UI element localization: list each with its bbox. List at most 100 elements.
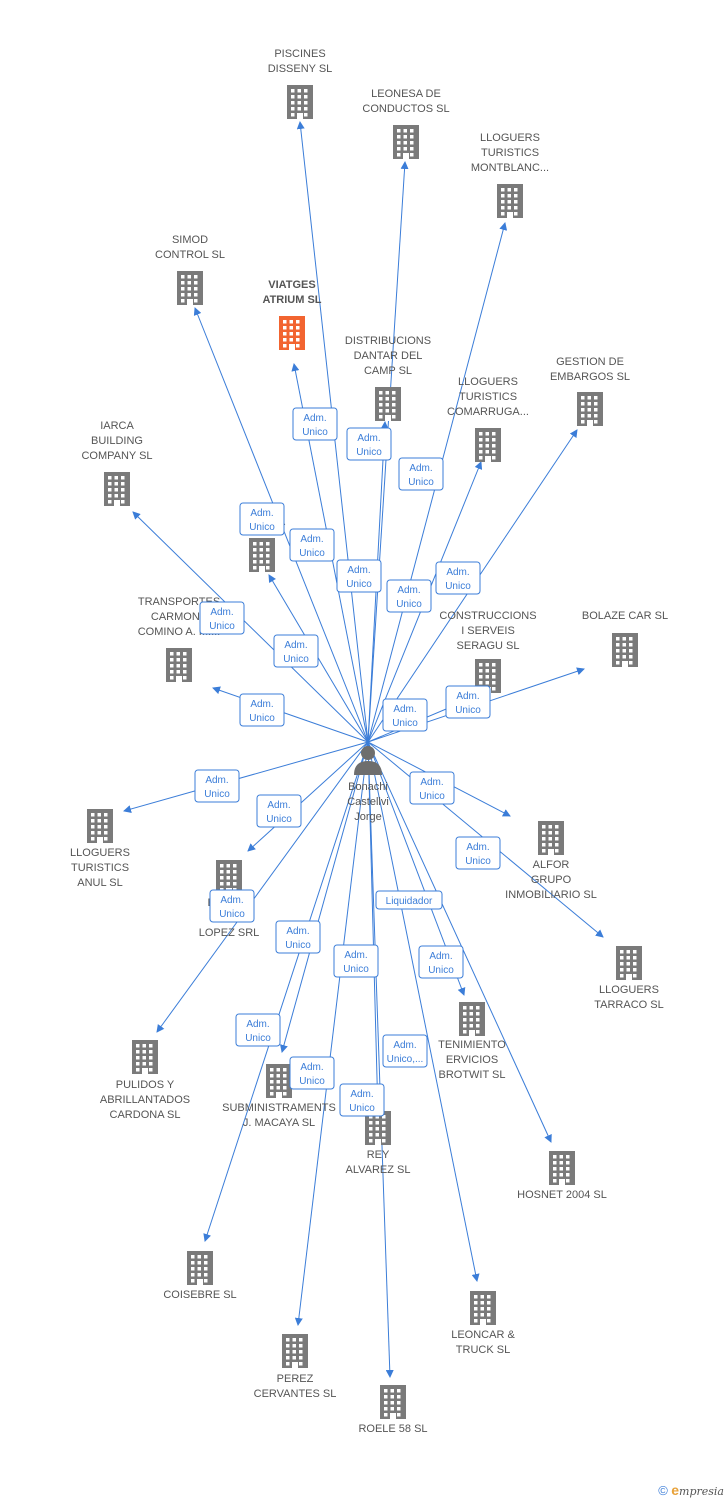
company-name-line: ATRIUM SL [262, 294, 321, 306]
role-badge-brotwit[interactable]: Liquidador [375, 890, 443, 910]
role-badge-perez[interactable]: Adm.Unico [289, 1056, 335, 1090]
role-text: Unico [356, 447, 382, 458]
company-node-bolaze[interactable]: BOLAZE CAR SL [582, 610, 668, 667]
company-node-leoncar[interactable]: LEONCAR &TRUCK SL [451, 1291, 515, 1356]
role-text: Unico [455, 705, 481, 716]
role-text: Unico [302, 427, 328, 438]
brand-initial: e [671, 1482, 680, 1498]
role-badge-leonesa[interactable]: Adm. Unico [346, 427, 392, 461]
company-node-montblanc[interactable]: LLOGUERSTURISTICSMONTBLANC... [471, 132, 549, 218]
role-text: Adm. [466, 842, 489, 853]
role-badge-piscines[interactable]: Adm.Unico [292, 407, 338, 441]
role-text: Adm. [267, 800, 290, 811]
company-name-line: EMBARGOS SL [550, 371, 630, 383]
role-text: Unico [465, 856, 491, 867]
company-name-line: LOPEZ SRL [199, 927, 260, 939]
role-badge-tarraco[interactable]: Adm. Unico [455, 836, 501, 870]
role-text: Adm. [420, 777, 443, 788]
role-text: Adm. [429, 951, 452, 962]
role-badge-comarruga[interactable]: Adm.Unico [386, 579, 432, 613]
role-badge-coisebre[interactable]: Adm.Unico [235, 1013, 281, 1047]
company-name-line: COMPANY SL [81, 450, 152, 462]
role-text: Unico [266, 814, 292, 825]
role-text: Liquidador [386, 896, 433, 907]
building-icon [380, 1385, 406, 1419]
company-name-line: TENIMIENTO [438, 1039, 506, 1051]
role-badge-rey[interactable]: Adm. Unico [333, 944, 379, 978]
company-name-line: J. MACAYA SL [243, 1117, 315, 1129]
company-node-viatges[interactable]: VIATGES ATRIUM SL [262, 279, 322, 350]
company-name-line: BROTWIT SL [438, 1069, 505, 1081]
role-badge-hosnet[interactable]: Adm.Unico [418, 945, 464, 979]
building-icon [132, 1040, 158, 1074]
company-name-line: CONTROL SL [155, 249, 225, 261]
role-badge-transportes[interactable]: Adm.Unico [239, 693, 285, 727]
role-text: Unico [346, 579, 372, 590]
role-text: Unico,... [387, 1054, 424, 1065]
role-text: Adm. [350, 1089, 373, 1100]
copyright-symbol: © [658, 1483, 668, 1498]
role-badge-anul[interactable]: Adm.Unico [194, 769, 240, 803]
building-icon [375, 387, 401, 421]
company-name-line: CERVANTES SL [254, 1388, 337, 1400]
role-badge-alfor[interactable]: Adm. Unico [409, 771, 455, 805]
role-badge-dantar[interactable]: Adm. Unico [336, 559, 382, 593]
company-name-line: CAMP SL [364, 365, 412, 377]
company-node-hosnet[interactable]: HOSNET 2004 SL [517, 1151, 607, 1201]
company-node-coisebre[interactable]: COISEBRE SL [163, 1251, 237, 1301]
company-name-line: GESTION DE [556, 356, 624, 368]
company-name-line: LEONESA DE [371, 88, 441, 100]
role-text: Adm. [357, 433, 380, 444]
person-name-line: Bonachi [348, 781, 388, 793]
role-badge-viatges[interactable]: Adm.Unico [289, 528, 335, 562]
edge-iarca [132, 511, 369, 743]
company-node-perez[interactable]: PEREZ CERVANTES SL [254, 1334, 337, 1400]
role-badge-simod[interactable]: Adm.Unico [239, 502, 285, 536]
role-badge-excavaciones[interactable]: Adm. Unico [256, 794, 302, 828]
role-text: Unico [343, 964, 369, 975]
company-name-line: SERAGU SL [457, 640, 520, 652]
company-node-roele[interactable]: ROELE 58 SL [358, 1385, 428, 1435]
role-text: Adm. [397, 585, 420, 596]
role-badge-pulidos[interactable]: Adm.Unico [209, 889, 255, 923]
company-name-line: BUILDING [91, 435, 143, 447]
role-badge-iarca[interactable]: Adm.Unico [199, 601, 245, 635]
footer-brand[interactable]: © empresia [658, 1482, 724, 1498]
role-badge-montblanc[interactable]: Adm. Unico [398, 457, 444, 491]
role-badge-roele[interactable]: Adm.Unico [339, 1083, 385, 1117]
role-badge-macaya[interactable]: Adm.Unico [275, 920, 321, 954]
role-badge-embargos[interactable]: Adm.Unico [435, 561, 481, 595]
role-badge-construccions[interactable]: Adm.Unico [382, 698, 428, 732]
company-name-line: TURISTICS [459, 391, 517, 403]
company-name-line: DISTRIBUCIONS [345, 335, 431, 347]
role-badge-bolaze[interactable]: Adm.Unico [445, 685, 491, 719]
company-node-comarruga[interactable]: LLOGUERSTURISTICSCOMARRUGA... [447, 376, 529, 462]
role-text: Unico [408, 477, 434, 488]
company-name-line: PEREZ [277, 1373, 314, 1385]
role-badge-leoncar[interactable]: Adm.Unico,... [382, 1034, 428, 1068]
company-node-embargos[interactable]: GESTION DE EMBARGOS SL [550, 356, 630, 426]
role-text: Adm. [347, 565, 370, 576]
roles-layer: Adm.UnicoAdm.UnicoAdm.UnicoAdm.UnicoAdm.… [194, 407, 501, 1117]
role-badge-joy[interactable]: Adm.Unico [273, 634, 319, 668]
role-text: Adm. [409, 463, 432, 474]
role-text: Adm. [344, 950, 367, 961]
role-text: Unico [419, 791, 445, 802]
company-name-line: LLOGUERS [458, 376, 518, 388]
company-name-line: VIATGES [268, 279, 315, 291]
